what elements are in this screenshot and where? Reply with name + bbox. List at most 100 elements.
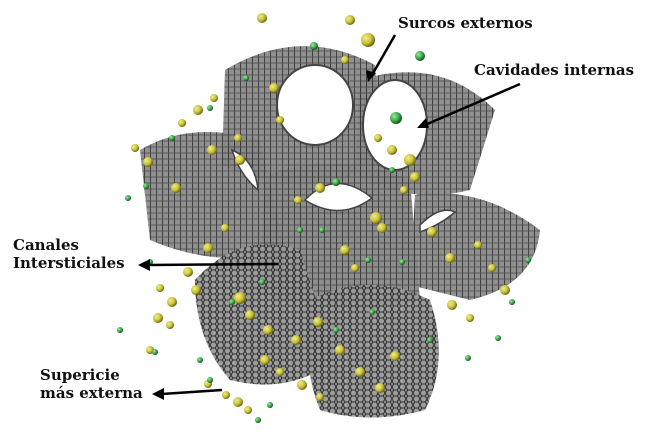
yellow-particle xyxy=(221,224,229,232)
label-canales-line2: Intersticiales xyxy=(13,254,125,272)
green-particle xyxy=(143,183,149,189)
green-particle xyxy=(197,357,203,363)
nanotube-upper-right xyxy=(355,72,495,195)
label-superficie-externa: Supericie más externa xyxy=(40,366,143,402)
yellow-particle xyxy=(387,145,397,155)
green-particle xyxy=(399,259,405,265)
yellow-particle xyxy=(244,406,252,414)
yellow-particle xyxy=(377,223,387,233)
arrow-surcos xyxy=(366,34,397,82)
yellow-particle xyxy=(193,105,203,115)
green-particle xyxy=(310,42,318,50)
yellow-particle xyxy=(313,317,323,327)
yellow-particle xyxy=(234,292,246,304)
green-particle xyxy=(369,309,375,315)
yellow-particle xyxy=(474,241,482,249)
label-surcos-externos: Surcos externos xyxy=(398,14,533,32)
yellow-particle xyxy=(361,33,375,47)
yellow-particle xyxy=(156,284,164,292)
yellow-particle xyxy=(374,134,382,142)
yellow-particle xyxy=(340,245,350,255)
yellow-particle xyxy=(171,183,181,193)
yellow-particle xyxy=(233,397,243,407)
green-particle xyxy=(333,327,339,333)
yellow-particle xyxy=(143,157,153,167)
yellow-particle xyxy=(400,186,408,194)
yellow-particle xyxy=(297,380,307,390)
arrow-canales xyxy=(138,259,279,271)
green-particle xyxy=(509,299,515,305)
yellow-particle xyxy=(445,253,455,263)
arrow-cavidades xyxy=(417,82,521,128)
yellow-particle xyxy=(447,300,457,310)
yellow-particle xyxy=(500,285,510,295)
yellow-particle xyxy=(167,297,177,307)
yellow-particle xyxy=(183,267,193,277)
green-particle xyxy=(125,195,131,201)
yellow-particle xyxy=(235,155,245,165)
label-superficie-line2: más externa xyxy=(40,384,143,402)
green-particle xyxy=(319,227,325,233)
green-particle xyxy=(207,105,213,111)
arrow-superficie xyxy=(152,388,223,400)
yellow-particle xyxy=(260,355,270,365)
green-particle xyxy=(525,257,531,263)
yellow-particle xyxy=(410,172,420,182)
yellow-particle xyxy=(276,368,284,376)
yellow-particle xyxy=(291,335,301,345)
yellow-particle xyxy=(355,367,365,377)
arrows xyxy=(138,34,521,400)
yellow-particle xyxy=(210,94,218,102)
green-particle xyxy=(332,178,340,186)
yellow-particle xyxy=(351,264,359,272)
yellow-particle xyxy=(207,145,217,155)
green-particle xyxy=(152,349,158,355)
yellow-particle xyxy=(276,116,284,124)
yellow-particle xyxy=(294,196,302,204)
yellow-particle xyxy=(166,321,174,329)
yellow-particle xyxy=(269,83,279,93)
label-superficie-line1: Supericie xyxy=(40,366,120,384)
yellow-particle xyxy=(488,264,496,272)
green-particle xyxy=(465,355,471,361)
yellow-particle xyxy=(203,243,213,253)
yellow-particle xyxy=(263,325,273,335)
yellow-particle xyxy=(222,391,230,399)
yellow-particle xyxy=(191,285,201,295)
yellow-particle xyxy=(466,314,474,322)
nanotube-lower-left xyxy=(195,244,335,385)
green-particle xyxy=(229,299,235,305)
yellow-particle xyxy=(427,227,437,237)
nanotube-bottom xyxy=(306,285,439,418)
green-particle xyxy=(117,327,123,333)
green-particle xyxy=(259,279,265,285)
yellow-particle xyxy=(316,393,324,401)
green-particle xyxy=(415,51,425,61)
label-cavidades-internas: Cavidades internas xyxy=(474,61,635,79)
green-particle xyxy=(297,227,303,233)
yellow-particle xyxy=(404,154,416,166)
yellow-particle xyxy=(315,183,325,193)
label-canales-line1: Canales xyxy=(13,236,79,254)
particle-cloud xyxy=(117,13,531,423)
yellow-particle xyxy=(345,15,355,25)
yellow-particle xyxy=(375,383,385,393)
yellow-particle xyxy=(341,56,349,64)
green-particle xyxy=(255,417,261,423)
green-particle xyxy=(365,257,371,263)
yellow-particle xyxy=(153,313,163,323)
green-particle xyxy=(169,135,175,141)
green-particle xyxy=(243,75,249,81)
label-canales-intersticiales: Canales Intersticiales xyxy=(13,236,125,272)
yellow-particle xyxy=(131,144,139,152)
yellow-particle xyxy=(257,13,267,23)
yellow-particle xyxy=(335,345,345,355)
yellow-particle xyxy=(245,310,255,320)
yellow-particle xyxy=(390,351,400,361)
yellow-particle xyxy=(234,134,242,142)
green-particle xyxy=(267,402,273,408)
green-particle xyxy=(427,337,433,343)
yellow-particle xyxy=(178,119,186,127)
